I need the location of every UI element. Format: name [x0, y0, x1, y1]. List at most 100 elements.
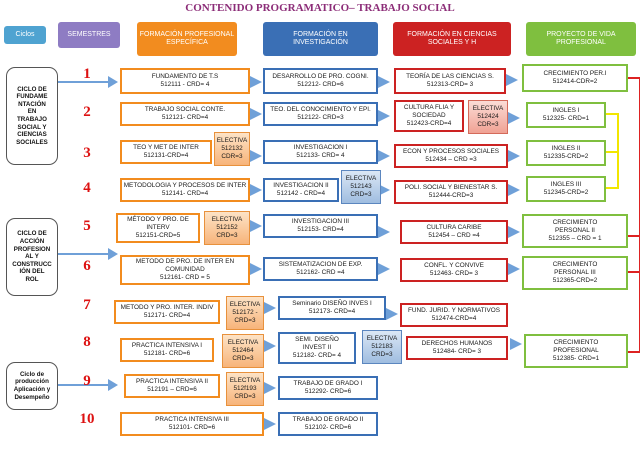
course-code: 512131-CRD=4: [143, 152, 189, 159]
course-teoria-ciencias-s: TEORÍA DE LAS CIENCIAS S. 512313-CRD= 3: [394, 68, 506, 94]
course-code: 512335-CRD=2: [543, 153, 589, 160]
course-sistematizacion: SISTEMATIZACION DE EXP. 512162- CRD =4: [263, 257, 378, 281]
course-name: PRACTICA INTENSIVA III: [155, 416, 229, 423]
header-ciclos: Ciclos: [4, 26, 46, 44]
course-name: INGLES I: [552, 107, 580, 114]
elective-credits: CRD=3: [216, 232, 238, 239]
course-name: TEO. DEL CONOCIMIENTO Y EPI.: [270, 106, 371, 113]
cycle-produccion: Ciclo de producción Aplicación y Desempe…: [6, 362, 58, 410]
cycle-line: TRABAJO: [17, 116, 47, 123]
course-trabajo-grado-1: TRABAJO DE GRADO I 512292- CRD=6: [278, 376, 378, 400]
course-code: 512292- CRD=6: [304, 388, 352, 395]
course-trabajo-grado-2: TRABAJO DE GRADO II 512102- CRD=6: [278, 412, 378, 436]
cycle-line: CICLO DE: [17, 85, 47, 93]
course-name: PROFESIONAL: [553, 347, 599, 354]
cycle-fundamentacion: CICLO DE FUNDAME NTACIÓN EN TRABAJO SOCI…: [6, 67, 58, 165]
elective-code: 512143: [350, 183, 372, 190]
course-name: SISTEMATIZACION DE EXP.: [278, 261, 363, 268]
header-line: PROYECTO DE VIDA: [546, 31, 616, 38]
course-poli-social: POLI. SOCIAL Y BIENESTAR S. 512444-CRD=3: [394, 180, 508, 204]
course-name: TRABAJO DE GRADO II: [292, 416, 364, 423]
arrow-head: [378, 110, 390, 122]
course-name: CRECIMIENTO: [552, 219, 598, 226]
elective-label: ELECTIVA: [216, 137, 248, 144]
elective-label: ELECTIVA: [472, 105, 504, 112]
course-code: 512151-CRD=5: [135, 232, 181, 239]
course-code: 512101- CRD=6: [168, 424, 216, 431]
semester-number: 1: [83, 66, 91, 82]
course-code: 512454 – CRD =4: [428, 232, 480, 239]
course-name: DERECHOS HUMANOS: [421, 340, 493, 347]
arrow-head: [250, 220, 262, 232]
header-line: FORMACIÓN EN CIENCIAS: [407, 31, 497, 38]
elective-label: ELECTIVA: [229, 377, 261, 384]
course-fund-jurid: FUND. JURID. Y NORMATIVOS 512474-CRD=4: [400, 303, 508, 327]
header-proyecto-vida: PROYECTO DE VIDA PROFESIONAL: [526, 22, 636, 56]
course-investigacion-1: INVESTIGACION I 512133- CRD= 4: [263, 140, 378, 164]
elective-label: ELECTIVA: [227, 339, 259, 346]
course-code: 512385- CRD=1: [552, 355, 600, 362]
course-code: 512313-CRD= 3: [426, 81, 474, 88]
course-code: 512133- CRD= 4: [296, 152, 345, 159]
course-code: 512161- CRD = 5: [160, 274, 210, 281]
course-name: PERSONAL III: [554, 269, 596, 276]
elective-512172: ELECTIVA 512172 - CRD=3: [226, 296, 264, 330]
arrow-head: [264, 418, 276, 430]
course-code: 512325- CRD=1: [542, 115, 590, 122]
semester-number: 5: [83, 218, 91, 234]
course-metodo-inter-indiv: METODO Y PRO. INTER. INDIV 512171- CRD=4: [114, 300, 220, 324]
course-name: INVESTIGACION I: [293, 144, 348, 151]
course-ingles-2: INGLES II 512335-CRD=2: [526, 140, 606, 166]
page-title: CONTENIDO PROGRAMATICO– TRABAJO SOCIAL: [185, 2, 455, 14]
elective-code: 512152: [216, 224, 238, 231]
course-name: INVESTIGACION II: [273, 182, 329, 189]
course-confl-convive: CONFL. Y CONVIVE 512463- CRD= 3: [400, 258, 508, 282]
elective-credits: CDR=3: [477, 121, 499, 128]
course-code: 512191 – CRD=6: [147, 386, 197, 393]
course-name: INGLES II: [551, 145, 581, 152]
course-trabajo-social-conte: TRABAJO SOCIAL CONTE. 512121- CRD=4: [120, 102, 250, 126]
course-crecimiento-personal-2: CRECIMIENTO PERSONAL II 512355 – CRD = 1: [522, 214, 628, 248]
course-desarrollo-pro-cogni: DESARROLLO DE PRO. COGNI. 512212- CRD=6: [263, 68, 378, 94]
arrow-head: [108, 379, 118, 391]
elective-512424: ELECTIVA 512424 CDR=3: [468, 100, 508, 134]
arrow-head: [378, 263, 390, 275]
course-code: 512474-CRD=4: [431, 315, 477, 322]
course-name: METODOLOGIA Y PROCESOS DE INTER: [123, 182, 247, 189]
course-name: SOCIEDAD: [412, 112, 446, 119]
header-line: FORMACIÓN EN: [293, 31, 348, 38]
course-crecimiento-personal-3: CRECIMIENTO PERSONAL III 512365-CRD=2: [522, 256, 628, 290]
course-name: INVEST II: [302, 344, 332, 351]
cycle-line: NTACIÓN: [18, 100, 46, 108]
course-metodologia-procesos: METODOLOGIA Y PROCESOS DE INTER 512141- …: [120, 178, 250, 202]
course-code: 512444-CRD=3: [428, 192, 474, 199]
arrow-head: [508, 263, 520, 275]
cycle-line: SOCIAL Y: [17, 123, 47, 131]
course-investigacion-2: INVESTIGACION II 512142 - CRD=4: [263, 178, 339, 202]
course-practica-intensiva-1: PRACTICA INTENSIVA I 512181- CRD=6: [120, 338, 214, 362]
cycle-line: Desempeño: [14, 393, 50, 401]
cycle-line: IÓN DEL: [19, 268, 45, 276]
header-formacion-ciencias: FORMACIÓN EN CIENCIAS SOCIALES Y H: [393, 22, 511, 56]
elective-512f193: ELECTIVA 512f193 CRD=3: [226, 372, 264, 406]
arrow-head: [108, 76, 118, 88]
course-name: CRECIMIENTO: [552, 261, 598, 268]
header-line: INVESTIGACIÓN: [293, 39, 348, 46]
course-seminario-diseno-1: Seminario DISEÑO INVES I 512173- CRD=4: [278, 296, 386, 320]
course-crecimiento-profesional: CRECIMIENTO PROFESIONAL 512385- CRD=1: [524, 334, 628, 368]
course-name: MÉTODO Y PRO. DE: [127, 216, 189, 223]
header-formacion-investigacion: FORMACIÓN EN INVESTIGACIÓN: [263, 22, 378, 56]
arrow-head: [378, 150, 390, 162]
arrow-head: [250, 184, 262, 196]
arrow-head: [108, 248, 118, 260]
arrow-head: [508, 150, 520, 162]
course-code: 512414-CDR=2: [552, 78, 598, 85]
semester-number: 4: [83, 180, 91, 196]
course-name: TRABAJO SOCIAL CONTE.: [144, 106, 226, 113]
course-cultura-caribe: CULTURA CARIBE 512454 – CRD =4: [400, 220, 508, 244]
header-line: SOCIALES Y H: [427, 39, 477, 46]
semester-number: 8: [83, 334, 91, 350]
semester-number: 9: [83, 373, 91, 389]
elective-512152: ELECTIVA 512152 CRD=3: [204, 211, 250, 245]
elective-credits: CRD=3: [232, 355, 254, 362]
